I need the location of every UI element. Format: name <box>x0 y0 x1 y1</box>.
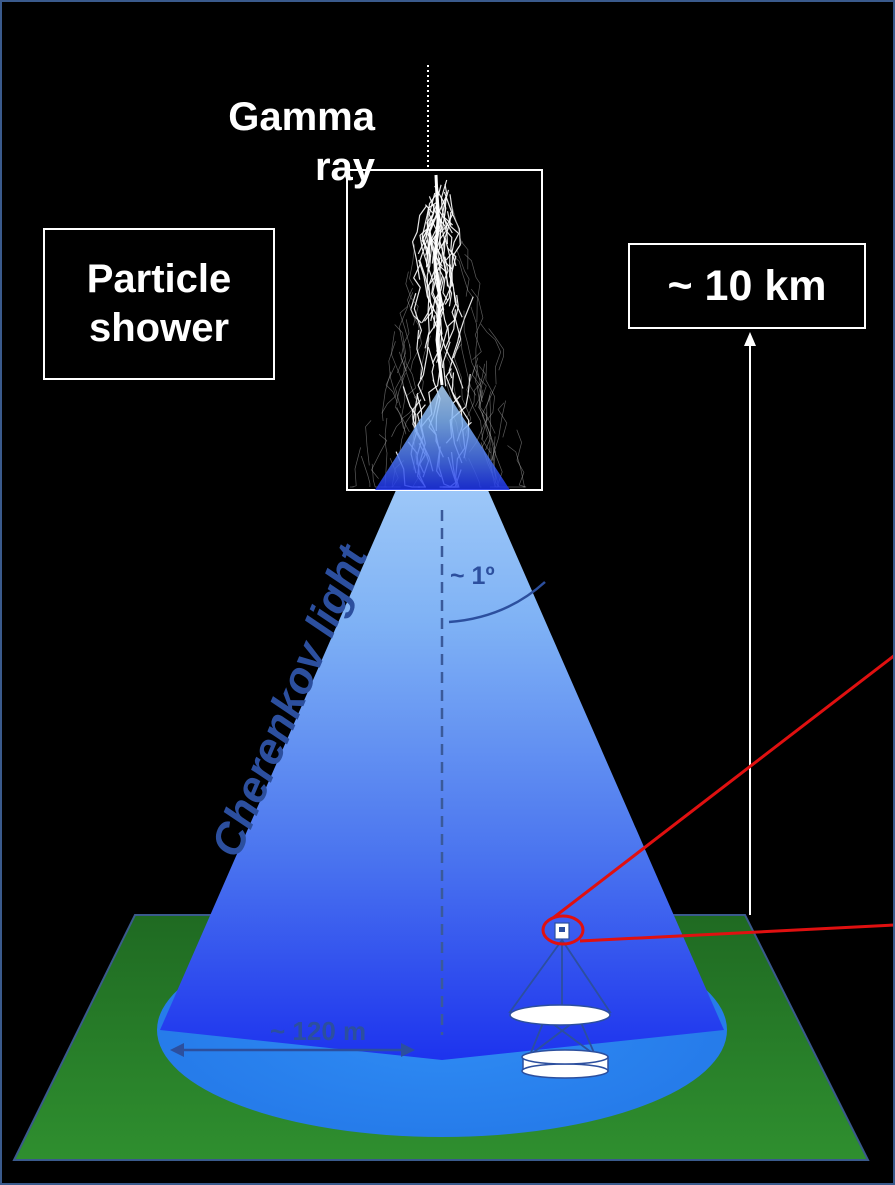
shower-track <box>417 315 436 402</box>
shower-track <box>497 402 508 438</box>
telescope-dish <box>509 1004 611 1026</box>
gamma-ray-label: Gamma ray <box>228 95 375 189</box>
camera-highlight-circle <box>541 914 585 946</box>
shower-track <box>421 228 429 268</box>
shower-track <box>381 371 392 422</box>
shower-track <box>414 335 431 399</box>
shower-track <box>400 319 410 372</box>
shower-track <box>430 267 445 322</box>
zoom-line-upper <box>552 653 895 920</box>
shower-track <box>427 346 435 382</box>
shower-track <box>481 385 497 451</box>
zoom-line-lower <box>579 923 895 943</box>
shower-track <box>360 455 371 487</box>
shower-track <box>365 420 372 466</box>
shower-track <box>350 447 361 488</box>
shower-track <box>488 328 505 371</box>
shower-track <box>433 224 453 307</box>
shower-track <box>426 211 452 287</box>
shower-track <box>385 365 398 403</box>
shower-track <box>464 254 481 323</box>
shower-track <box>470 306 483 399</box>
radius-arrow <box>170 1043 415 1057</box>
shower-track <box>516 429 527 488</box>
shower-track <box>445 244 474 299</box>
shower-track <box>391 331 406 390</box>
shower-track <box>409 244 416 286</box>
height-label: ~ 10 km <box>628 243 866 329</box>
camera <box>554 922 570 940</box>
shower-track <box>480 412 489 449</box>
shower-track <box>428 192 437 264</box>
shower-track <box>395 360 406 408</box>
shower-track <box>399 292 414 348</box>
shower-track <box>451 207 469 270</box>
angle-label: ~ 1º <box>450 562 495 590</box>
shower-track <box>416 329 424 380</box>
shower-streaks <box>350 174 527 488</box>
shower-track <box>480 323 502 385</box>
shower-track <box>391 407 403 437</box>
shower-track <box>476 385 496 434</box>
shower-track <box>421 191 439 257</box>
shower-track <box>466 363 485 419</box>
cherenkov-cone <box>160 385 724 1060</box>
shower-track <box>371 434 388 479</box>
shower-track <box>411 205 427 280</box>
shower-track <box>437 184 448 224</box>
shower-track <box>442 256 449 301</box>
shower-track <box>431 318 443 364</box>
shower-track <box>413 263 423 340</box>
shower-track <box>445 211 460 261</box>
shower-track <box>407 288 422 371</box>
shower-track <box>426 231 441 321</box>
shower-track <box>381 341 397 414</box>
shower-track <box>466 365 491 454</box>
shower-track <box>453 343 472 437</box>
radius-label: ~ 120 m <box>270 1016 366 1046</box>
shower-track <box>405 271 419 326</box>
shower-track <box>507 445 525 488</box>
shower-track <box>453 294 462 359</box>
height-arrow <box>744 332 756 915</box>
particle-shower-label: Particle shower <box>43 228 275 380</box>
angle-arc <box>448 581 546 624</box>
shower-track <box>459 328 477 396</box>
telescope-base <box>521 1049 609 1079</box>
shower-track <box>419 220 434 267</box>
shower-track <box>474 365 486 407</box>
shower-track <box>470 288 484 360</box>
shower-track <box>399 398 422 453</box>
shower-track <box>442 341 451 387</box>
shower-track <box>398 306 416 397</box>
shower-track <box>447 291 457 342</box>
shower-core <box>433 174 444 386</box>
shower-track <box>425 232 441 312</box>
shower-track <box>463 310 487 408</box>
shower-track <box>434 185 454 226</box>
